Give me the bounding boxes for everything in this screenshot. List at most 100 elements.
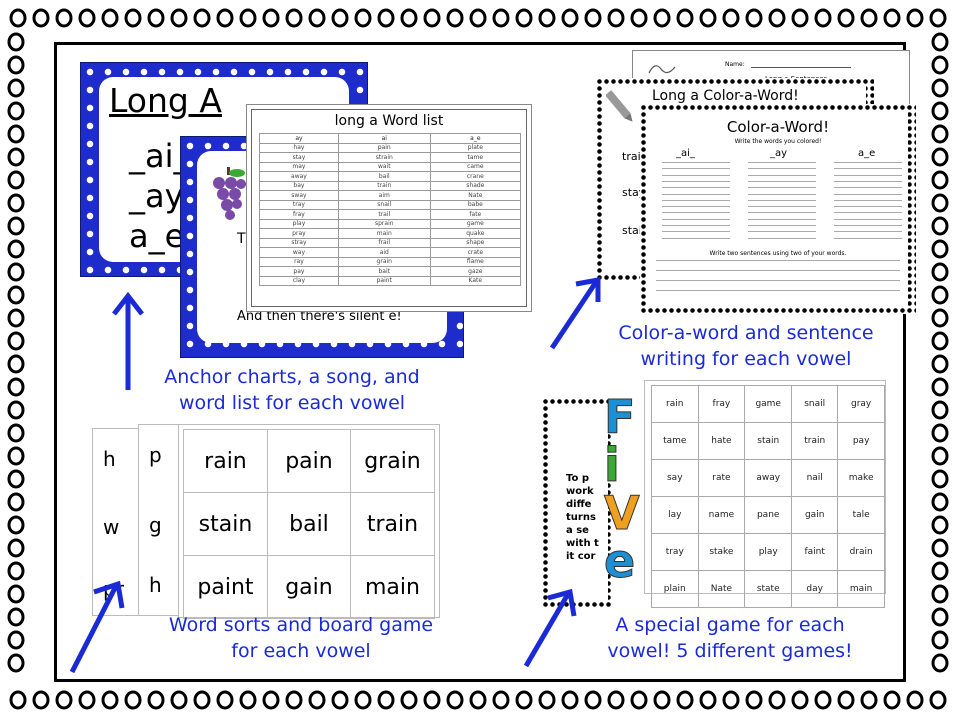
five-game-cell: main [837,570,885,608]
word-list-header: ay [259,133,339,144]
five-game-cell: nail [791,459,839,497]
word-list-cell: game [429,218,522,229]
five-game-cell: fray [697,385,746,423]
peek-mid-1: p [149,443,162,467]
five-game-cell: plain [651,570,699,608]
word-card: main [349,555,436,619]
word-list-cell: babe [429,199,522,210]
five-game-cell: Nate [697,570,746,608]
five-game-cell: faint [791,533,839,571]
word-list-cell: sprain [337,218,431,229]
five-game-cell: gain [791,496,839,534]
word-card: train [349,492,436,556]
five-game-cell: stake [697,533,746,571]
five-game-cell: snail [791,385,839,423]
anchor-chart-title: Long A [109,81,222,120]
five-game-cell: away [744,459,793,497]
song-footer: And then there's silent e! [237,309,402,324]
five-game-cell: train [791,422,839,460]
inner-frame [54,42,906,682]
five-game-cell: stain [744,422,793,460]
word-list-cell: snail [337,199,431,210]
peek-word-1: trai [622,150,641,163]
word-list-header: ai [337,133,431,144]
peek-mid-3: h [149,573,162,597]
word-list-cell: flame [429,256,522,267]
sentence-prompt: Write two sentences using two of your wo… [709,250,847,257]
word-list-title: long a Word list [334,113,444,129]
five-game-cell: pay [837,422,885,460]
arrow-up-word-sorts-icon [69,580,125,674]
word-list-cell: pray [259,228,339,239]
column-label-ae: a_e [858,148,876,159]
word-list-cell: tame [429,152,522,163]
five-game-cell: rain [651,385,699,423]
anchor-chart-line-2: _ay [129,177,184,215]
word-list-cell: hay [259,142,339,153]
color-word-front-title: Color-a-Word! [726,118,830,136]
sentence-name-label: Name: [725,61,745,68]
five-game-cell: say [651,459,699,497]
five-game-cell: drain [837,533,885,571]
arrow-up-special-game-icon [523,588,577,668]
five-game-cell: game [744,385,793,423]
five-letter: F [603,390,636,444]
word-list-cell: bail [337,171,431,182]
caption-color-a-word: Color-a-word and sentence writing for ea… [618,322,874,370]
word-list-cell: shade [429,180,522,191]
five-game-cell: state [744,570,793,608]
color-word-sheet-front: Color-a-Word! Write the words you colore… [640,104,916,314]
word-list-cell: fate [429,209,522,220]
word-list-cell: bay [259,180,339,191]
five-side-text-line: with t [566,538,599,549]
arrow-up-color-word-icon [549,277,601,350]
word-list-cell: wait [337,161,431,172]
word-list-cell: fray [259,209,339,220]
word-list-cell: play [259,218,339,229]
grapes-icon [213,167,246,220]
five-side-text-line: work [566,486,594,497]
five-game-cell: make [837,459,885,497]
word-list-cell: paint [337,275,431,286]
color-word-front-subtitle: Write the words you colored! [734,138,822,145]
word-card: pain [266,429,351,493]
word-card: paint [183,555,268,619]
word-card: stain [183,492,268,556]
word-list-cell: pain [337,142,431,153]
peek-word-3: stai [622,224,642,237]
five-game-cell: rate [697,459,746,497]
caption-word-sorts: Word sorts and board game for each vowel [168,614,434,662]
word-list-cell: pay [259,266,339,277]
word-list-cell: ray [259,256,339,267]
caption-special-game: A special game for each vowel! 5 differe… [607,614,853,662]
column-label-ai: _ai_ [676,148,695,159]
five-game-cell: tale [837,496,885,534]
word-list-cell: Kate [429,275,522,286]
word-list-cell: frail [337,237,431,248]
word-list-cell: gaze [429,266,522,277]
column-label-ay: _ay [770,148,788,159]
word-list-cell: came [429,161,522,172]
peek-left-1: h [103,447,116,471]
five-game-cell: tame [651,422,699,460]
anchor-chart-card: Long A _ai_ _ay a_e [80,62,368,277]
five-game-cell: name [697,496,746,534]
peek-word-2: stay [622,186,646,199]
vine-icon [648,65,676,74]
word-card: gain [266,555,351,619]
five-letter: V [604,486,641,540]
word-list-header: a_e [429,133,522,144]
anchor-chart-line-3: a_e [129,217,185,255]
five-side-text-line: diffe [566,499,592,510]
